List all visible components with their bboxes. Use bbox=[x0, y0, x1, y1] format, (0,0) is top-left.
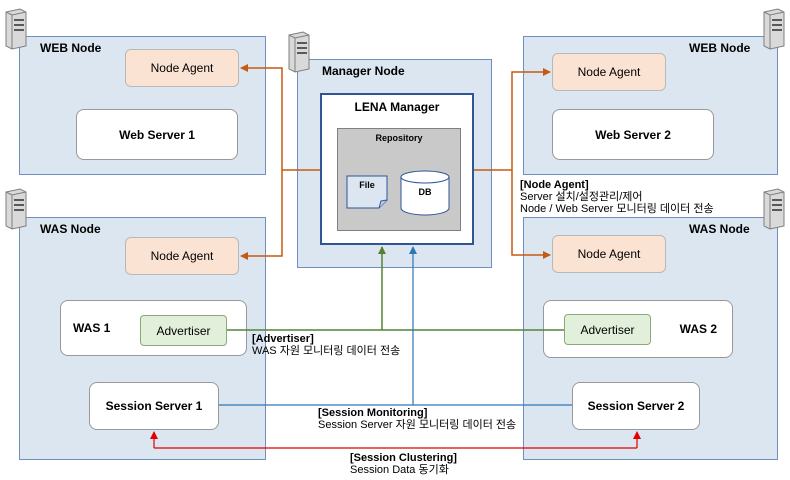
node-agent-annotation-line1: Server 설치/설정관리/제어 bbox=[520, 191, 643, 203]
advertiser-annotation-title: [Advertiser] bbox=[252, 333, 314, 345]
was-node-2-title: WAS Node bbox=[689, 222, 750, 236]
node-agent-web2: Node Agent bbox=[552, 53, 666, 91]
node-agent-annotation-line2: Node / Web Server 모니터링 데이터 전송 bbox=[520, 203, 714, 215]
session-clustering-annotation-line1: Session Data 동기화 bbox=[350, 464, 449, 476]
was-2-label: WAS 2 bbox=[679, 322, 717, 336]
node-agent-annotation: [Node Agent] Server 설치/설정관리/제어 Node / We… bbox=[520, 179, 714, 215]
manager-node-title: Manager Node bbox=[322, 64, 405, 78]
session-server-1: Session Server 1 bbox=[89, 382, 219, 430]
file-icon bbox=[346, 175, 388, 209]
session-monitoring-annotation-line1: Session Server 자원 모니터링 데이터 전송 bbox=[318, 419, 517, 431]
node-agent-was1: Node Agent bbox=[125, 237, 239, 275]
session-clustering-annotation-title: [Session Clustering] bbox=[350, 452, 457, 464]
node-agent-was2: Node Agent bbox=[552, 235, 666, 273]
repository-label: Repository bbox=[375, 133, 423, 143]
lena-manager-title: LENA Manager bbox=[354, 100, 440, 114]
advertiser-annotation-line1: WAS 자원 모니터링 데이터 전송 bbox=[252, 345, 401, 357]
session-clustering-annotation: [Session Clustering] Session Data 동기화 bbox=[350, 452, 457, 476]
was-1-label: WAS 1 bbox=[73, 321, 111, 335]
advertiser-was1: Advertiser bbox=[140, 315, 227, 346]
web-server-1: Web Server 1 bbox=[76, 109, 238, 160]
session-monitoring-annotation-title: [Session Monitoring] bbox=[318, 407, 428, 419]
node-agent-web1: Node Agent bbox=[125, 49, 239, 87]
session-clustering-line bbox=[150, 431, 641, 449]
advertiser-lines bbox=[227, 246, 564, 331]
file-label: File bbox=[359, 180, 375, 190]
server-tower-icon bbox=[5, 188, 27, 230]
server-tower-icon bbox=[763, 8, 785, 50]
db-label: DB bbox=[418, 187, 432, 197]
web-server-2: Web Server 2 bbox=[552, 109, 714, 160]
server-tower-icon bbox=[763, 188, 785, 230]
node-agent-annotation-title: [Node Agent] bbox=[520, 179, 589, 191]
session-server-2: Session Server 2 bbox=[572, 382, 700, 430]
db-cylinder-icon bbox=[400, 170, 450, 216]
server-tower-icon bbox=[288, 31, 310, 73]
server-tower-icon bbox=[5, 8, 27, 50]
node-agent-lines bbox=[240, 64, 551, 260]
session-monitoring-annotation: [Session Monitoring] Session Server 자원 모… bbox=[318, 407, 517, 431]
web-node-1-title: WEB Node bbox=[40, 41, 102, 55]
advertiser-was2: Advertiser bbox=[564, 314, 651, 345]
was-node-1-title: WAS Node bbox=[40, 222, 101, 236]
web-node-2-title: WEB Node bbox=[689, 41, 751, 55]
advertiser-annotation: [Advertiser] WAS 자원 모니터링 데이터 전송 bbox=[252, 333, 400, 357]
session-monitoring-lines bbox=[219, 246, 572, 406]
